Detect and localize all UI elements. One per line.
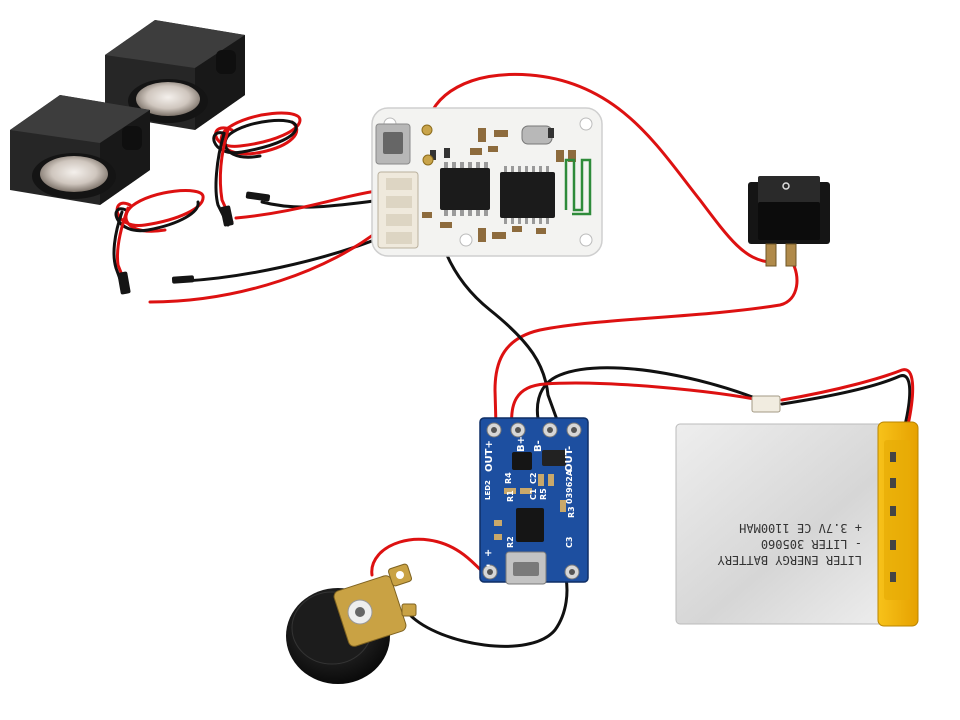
bluetooth-amp-board — [371, 107, 603, 257]
speaker-front — [10, 95, 150, 205]
label-c3: C3 — [565, 537, 574, 548]
label-r1: R1 — [506, 490, 515, 502]
pin-label-b-minus: B- — [533, 440, 544, 452]
label-r3: R3 — [567, 506, 576, 518]
dc-jack — [286, 563, 417, 684]
lipo-battery: LITER ENERGY BATTERY - LITER 305060 + 3.… — [675, 395, 919, 627]
label-r2: R2 — [506, 536, 515, 548]
label-r4: R4 — [504, 472, 513, 484]
label-led2: LED2 — [484, 480, 492, 500]
label-r5: R5 — [539, 488, 548, 500]
speaker-connectors — [117, 191, 271, 295]
label-input-plus: + — [484, 548, 492, 559]
pin-label-b-plus: B+ — [516, 436, 527, 452]
label-part-number: 03962A — [565, 469, 574, 504]
label-input-minus: - — [486, 560, 490, 571]
label-c2: C2 — [529, 473, 538, 484]
battery-label-line3: + 3.7V CE 1100MAH — [739, 521, 862, 535]
pin-label-out-plus: OUT+ — [484, 440, 495, 472]
battery-label-line2: - LITER 305060 — [761, 537, 862, 551]
pin-label-out-minus: OUT- — [564, 446, 575, 472]
label-c1: C1 — [529, 488, 538, 500]
charger-module: OUT+ B+ B- OUT- LED2 R1 R2 R3 R4 R5 C1 C… — [479, 417, 589, 585]
power-switch — [748, 176, 830, 267]
battery-label-line1: LITER ENERGY BATTERY — [717, 553, 862, 567]
